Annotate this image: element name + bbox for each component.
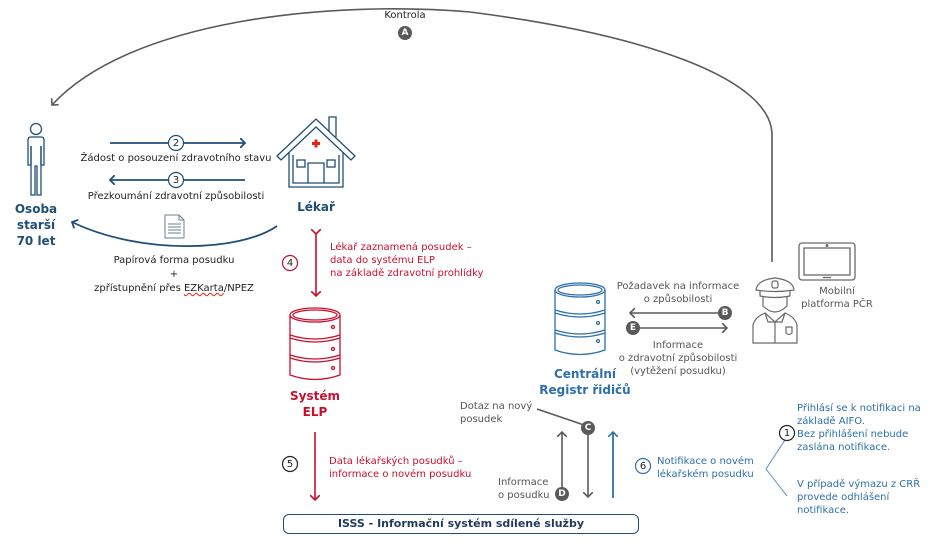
database-crr-icon [554, 282, 606, 356]
badge-a: A [401, 28, 409, 38]
label-step3: Přezkoumání zdravotní způsobilosti [87, 191, 265, 202]
database-elp-icon [289, 307, 341, 381]
badge-e: E [629, 323, 637, 333]
person-icon [27, 122, 45, 196]
police-officer-icon [752, 277, 798, 344]
label-step4: Lékař zaznamená posudek – data do systém… [330, 242, 484, 279]
arrow-paper-form [72, 222, 278, 247]
line-c-label [536, 408, 585, 426]
link-ezkarta: EZKarta [183, 283, 224, 294]
isss-bar: ISSS - Informační systém sdílené služby [283, 514, 639, 534]
label-step2: Žádost o posouzení zdravotního stavu [80, 153, 272, 164]
label-step1-unsubscribe: V případě výmazu z CRŘ provede odhlášení… [797, 479, 921, 516]
label-access: zpřístupnění přes EZKarta/NPEZ [94, 283, 254, 294]
label-kontrola: Kontrola [384, 10, 426, 21]
badge-d: D [558, 489, 566, 499]
label-d: Informace o posudku [498, 477, 550, 501]
label-step1-subscribe: Přihlásí se k notifikaci na základě AIFO… [797, 403, 921, 453]
label-e: Informace o zdravotní způsobilosti (vytě… [618, 340, 738, 377]
brace-step1 [765, 439, 788, 497]
label-b: Požadavek na informace o způsobilosti [616, 281, 740, 305]
badge-1: 1 [783, 428, 791, 439]
badge-3: 3 [172, 175, 180, 186]
actor-mobile-label: Mobilní platforma PČR [801, 286, 873, 310]
document-icon [164, 214, 185, 239]
isss-label: ISSS - Informační systém sdílené služby [337, 517, 585, 530]
actor-elp-label: Systém ELP [290, 389, 340, 419]
label-step6: Notifikace o novém lékařském posudku [657, 456, 754, 480]
tablet-icon [798, 242, 856, 281]
actor-crr-label: Centrální Registr řidičů [539, 367, 631, 397]
label-c: Dotaz na nový posudek [460, 401, 533, 425]
badge-4: 4 [286, 258, 294, 269]
actor-person-label: Osoba starší 70 let [14, 202, 58, 248]
badge-2: 2 [172, 138, 180, 149]
actor-doctor-label: Lékař [297, 200, 335, 214]
badge-c: C [584, 423, 592, 433]
label-paper-form: Papírová forma posudku [113, 255, 235, 266]
badge-5: 5 [286, 459, 294, 470]
label-step5: Data lékařských posudků – informace o no… [329, 456, 472, 480]
badge-b: B [721, 308, 729, 318]
badge-a-circle [398, 26, 412, 40]
red-cross-icon [312, 139, 320, 148]
house-icon [276, 116, 356, 188]
badge-6: 6 [639, 461, 647, 472]
label-plus: + [169, 269, 179, 280]
control-arc [52, 8, 773, 262]
